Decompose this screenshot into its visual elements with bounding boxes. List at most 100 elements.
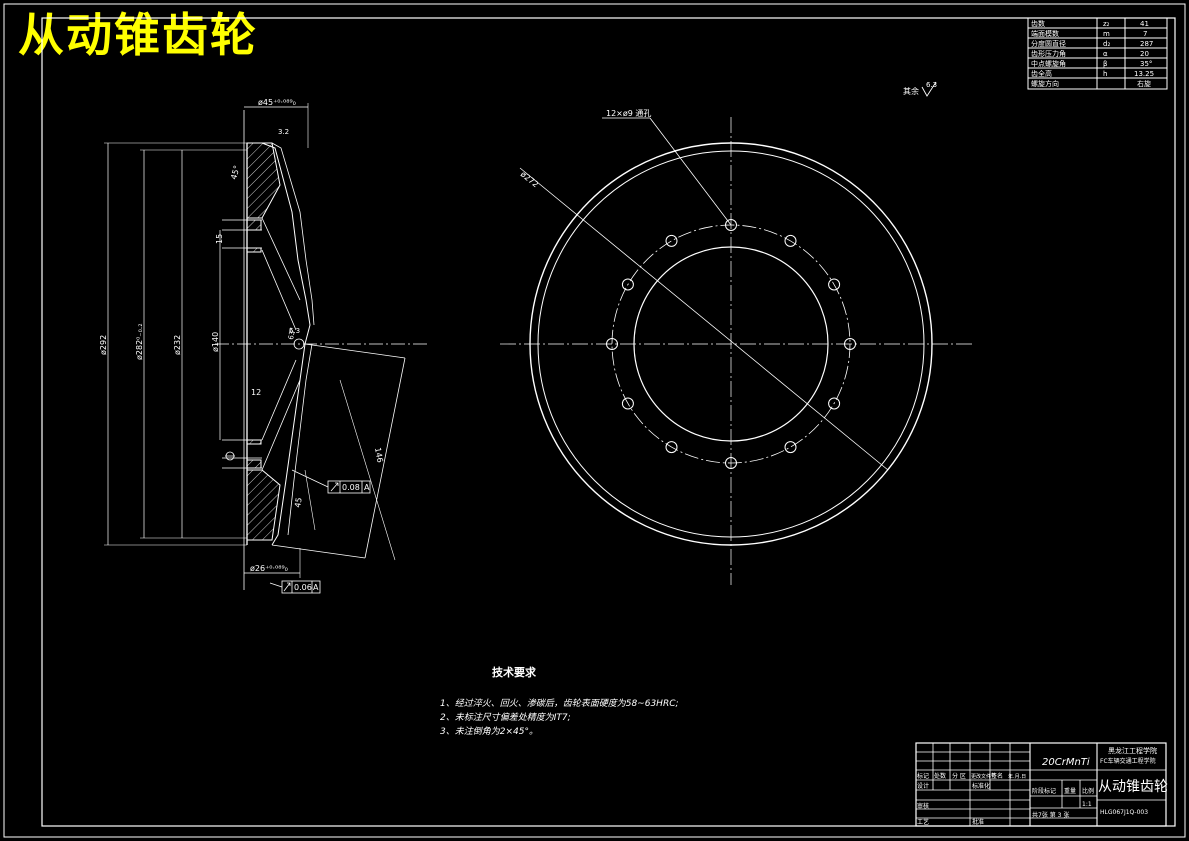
outer-circle [529, 142, 933, 546]
sheet-info: 共7张 第 3 张 [1032, 811, 1069, 819]
design-label: 设计 [917, 782, 929, 790]
param-val-5: 13.25 [1134, 70, 1154, 78]
param-val-3: 20 [1140, 50, 1149, 58]
school-line-2: FC车辆交通工程学院 [1100, 757, 1156, 765]
holes-leader [649, 117, 732, 226]
dim-bore-bottom: ø26⁺⁰·⁰⁸⁹₀ [250, 564, 288, 573]
bolt-hole [606, 338, 618, 350]
param-name-3: 齿形压力角 [1031, 49, 1066, 58]
bolt-hole [725, 457, 737, 469]
param-name-2: 分度圆直径 [1031, 39, 1066, 48]
runout2-value: 0.06 [294, 583, 312, 592]
rev-label-4: 签名 [991, 772, 1003, 780]
tooth-flank-lower [271, 343, 306, 546]
drawing-title: 从动锥齿轮 [18, 8, 258, 62]
bolt-hole [828, 397, 841, 410]
param-sym-5: h [1103, 70, 1107, 78]
review-label: 审核 [917, 802, 929, 810]
roughness-value: 6.3 [926, 81, 937, 89]
runout-frame-1: 0.08 A [327, 480, 371, 494]
front-view [500, 117, 975, 585]
tech-req-item-2: 2、未标注尺寸偏差处精度为IT7; [440, 712, 571, 723]
runout-arrow-icon [283, 582, 291, 592]
bolt-hole [784, 234, 797, 247]
runout-frame-2: 0.06 A [281, 580, 321, 594]
bolt-hole [828, 278, 841, 291]
material: 20CrMnTi [1042, 757, 1090, 768]
param-sym-4: β [1103, 60, 1107, 68]
part-name: 从动锥齿轮 [1098, 779, 1168, 795]
param-val-6: 右旋 [1137, 79, 1151, 88]
drawing-number: HLG067J1Q-003 [1100, 809, 1148, 816]
bolt-hole [725, 219, 737, 231]
bolt-hole [665, 234, 678, 247]
scale-value: 1:1 [1082, 801, 1092, 808]
param-sym-1: m [1103, 30, 1110, 38]
roughness-label: 其余 [903, 86, 919, 96]
runout1-value: 0.08 [342, 483, 360, 492]
front-holes-label: 12×ø9 通孔 [606, 108, 651, 118]
bolt-hole [844, 338, 856, 350]
dim-w12: 12 [251, 388, 261, 397]
tech-req-heading: 技术要求 [492, 665, 537, 679]
outer-circle-2 [537, 150, 925, 538]
param-val-2: 287 [1140, 40, 1153, 48]
dim-len146: 146 [373, 447, 385, 464]
tech-req-item-1: 1、经过淬火、回火、渗碳后，齿轮表面硬度为58~63HRC; [440, 698, 679, 709]
roughness-symbol-icon [921, 81, 937, 97]
runout1-datum: A [364, 483, 370, 492]
param-name-5: 齿全高 [1031, 69, 1052, 78]
bolt-hole [621, 397, 634, 410]
dim-angle2: 63° [287, 327, 297, 341]
front-circle-dia: ø272 [519, 170, 540, 190]
tooth-flank-upper [261, 142, 311, 345]
dim-angle1: 45° [229, 164, 241, 180]
param-sym-3: α [1103, 50, 1108, 58]
tech-req-item-3: 3、未注倒角为2×45°。 [440, 726, 538, 737]
hatch-upper [246, 142, 281, 219]
bolt-hole [784, 441, 797, 454]
rev-label-0: 标记 [917, 772, 929, 780]
param-val-1: 7 [1143, 30, 1147, 38]
process-label: 工艺 [917, 818, 929, 826]
roughness-note: 其余 6.3 [903, 81, 937, 97]
param-sym-2: d₂ [1103, 40, 1110, 48]
dim-d292: ø292 [99, 335, 108, 355]
param-name-4: 中点螺旋角 [1031, 59, 1066, 68]
approve-label: 批准 [972, 818, 984, 826]
parameter-table: 齿数 z₂ 41 端面模数 m 7 分度圆直径 d₂ 287 齿形压力角 α 2… [1027, 17, 1168, 90]
dim-r-small: 6.3 [289, 327, 300, 335]
title-block-text: 20CrMnTi 黑龙江工程学院 FC车辆交通工程学院 从动锥齿轮 HLG067… [917, 746, 1168, 826]
bolt-holes [606, 219, 856, 469]
stage-label-2: 比例 [1082, 787, 1094, 795]
section-dims: ø45⁺⁰·⁰⁸⁹₀ ø26⁺⁰·⁰⁸⁹₀ ø292 ø282⁰₋₀.₂ ø23… [99, 98, 385, 573]
diameter-leader [519, 167, 889, 471]
dim-chamfer: 3.2 [278, 128, 289, 136]
runout2-datum: A [313, 583, 319, 592]
bore-circle [633, 246, 829, 442]
param-val-0: 41 [1140, 20, 1149, 28]
rev-label-1: 处数 [934, 772, 946, 780]
rev-label-2: 分 区 [952, 772, 966, 780]
dim-d232: ø232 [173, 335, 182, 355]
dim-w15: 15 [215, 234, 224, 244]
bolt-hole [665, 441, 678, 454]
dim-d282: ø282⁰₋₀.₂ [135, 323, 144, 360]
title-block [915, 742, 1167, 827]
dim-len45: 45 [293, 497, 304, 509]
hatch-lower [246, 469, 281, 541]
dim-bore-top: ø45⁺⁰·⁰⁸⁹₀ [258, 98, 296, 107]
runout-arrow-icon [330, 482, 339, 492]
school-line-1: 黑龙江工程学院 [1108, 746, 1157, 755]
param-name-1: 端面模数 [1031, 29, 1059, 38]
stage-label-0: 阶段标记 [1032, 787, 1056, 795]
param-val-4: 35° [1140, 60, 1152, 68]
inner-frame [41, 17, 1176, 827]
bolt-hole [621, 278, 634, 291]
standardize-label: 标准化 [972, 782, 990, 790]
technical-requirements: 技术要求 1、经过淬火、回火、渗碳后，齿轮表面硬度为58~63HRC; 2、未标… [440, 665, 679, 737]
outer-frame [3, 3, 1186, 838]
param-name-6: 螺旋方向 [1031, 79, 1059, 88]
dim-d140: ø140 [211, 332, 220, 352]
